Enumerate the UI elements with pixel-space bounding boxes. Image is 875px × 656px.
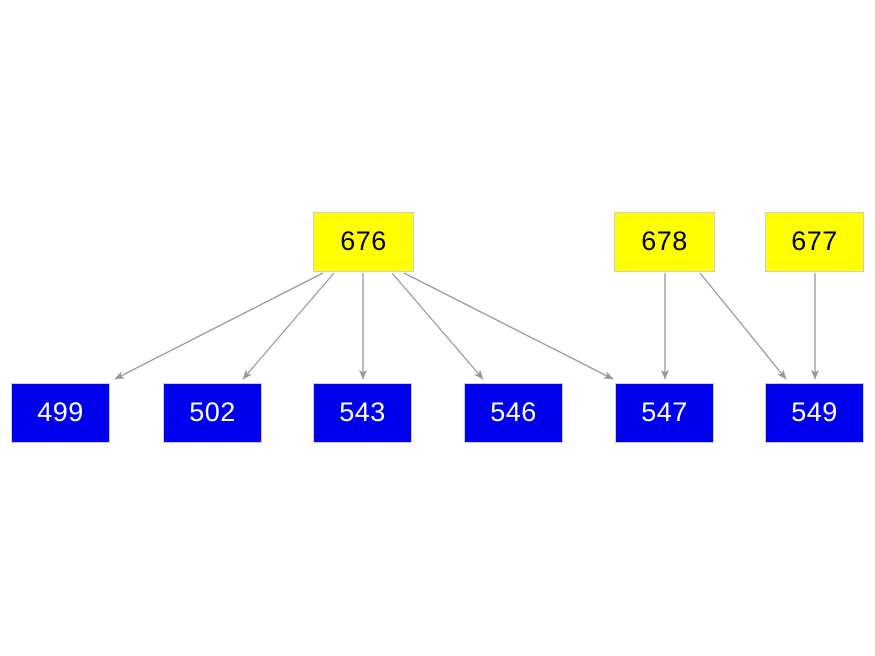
graph-node-label-549: 549 [791,396,838,427]
graph-node-label-677: 677 [791,225,838,256]
graph-node-678[interactable]: 678 [614,212,715,272]
graph-node-label-678: 678 [641,225,688,256]
edge-676-to-499 [114,272,324,380]
graph-node-547[interactable]: 547 [615,383,714,443]
graph-node-546[interactable]: 546 [464,383,563,443]
graph-node-499[interactable]: 499 [11,383,110,443]
edge-676-to-502 [242,272,335,380]
graph-node-676[interactable]: 676 [313,212,414,272]
edge-678-to-549 [699,272,787,380]
graph-node-label-502: 502 [189,396,236,427]
graph-node-549[interactable]: 549 [765,383,864,443]
graph-node-502[interactable]: 502 [163,383,262,443]
edge-676-to-546 [391,272,484,380]
graph-node-677[interactable]: 677 [765,212,864,272]
graph-node-label-499: 499 [37,396,84,427]
graph-node-543[interactable]: 543 [313,383,412,443]
graph-node-label-546: 546 [490,396,537,427]
graph-node-label-676: 676 [340,225,387,256]
edge-676-to-547 [403,272,614,380]
graph-node-label-547: 547 [641,396,688,427]
graph-node-label-543: 543 [339,396,386,427]
edge-group [114,272,819,380]
